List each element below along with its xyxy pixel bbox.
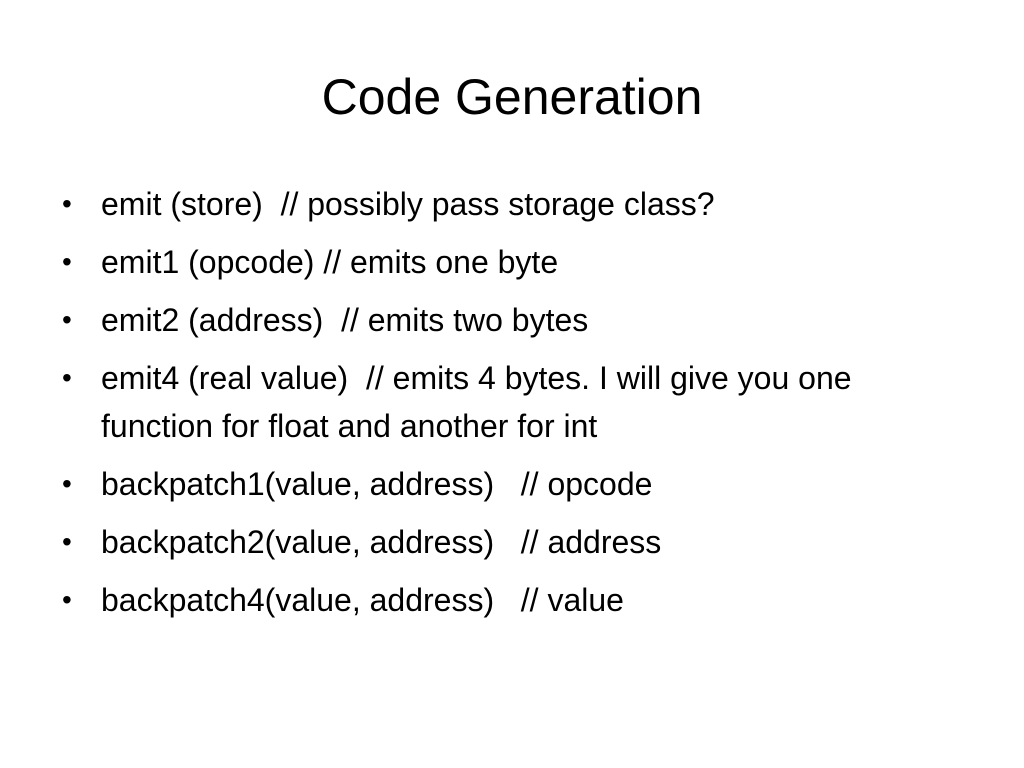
bullet-icon: •	[62, 304, 72, 335]
list-item: • emit4 (real value) // emits 4 bytes. I…	[62, 354, 962, 450]
bullet-icon: •	[62, 362, 72, 393]
list-item: • emit (store) // possibly pass storage …	[62, 180, 962, 228]
bullet-text: backpatch2(value, address) // address	[101, 524, 662, 560]
bullet-icon: •	[62, 526, 72, 557]
bullet-text: emit4 (real value) // emits 4 bytes. I w…	[101, 360, 861, 444]
bullet-text: emit (store) // possibly pass storage cl…	[101, 186, 715, 222]
bullet-icon: •	[62, 188, 72, 219]
list-item: • backpatch4(value, address) // value	[62, 576, 962, 624]
bullet-icon: •	[62, 468, 72, 499]
list-item: • emit2 (address) // emits two bytes	[62, 296, 962, 344]
bullet-icon: •	[62, 246, 72, 277]
bullet-text: backpatch4(value, address) // value	[101, 582, 624, 618]
list-item: • backpatch2(value, address) // address	[62, 518, 962, 566]
bullet-icon: •	[62, 584, 72, 615]
list-item: • backpatch1(value, address) // opcode	[62, 460, 962, 508]
slide-title: Code Generation	[321, 69, 703, 125]
bullet-text: emit2 (address) // emits two bytes	[101, 302, 589, 338]
bullet-text: backpatch1(value, address) // opcode	[101, 466, 653, 502]
list-item: • emit1 (opcode) // emits one byte	[62, 238, 962, 286]
bullet-text: emit1 (opcode) // emits one byte	[101, 244, 559, 280]
bullet-list: • emit (store) // possibly pass storage …	[62, 180, 962, 634]
